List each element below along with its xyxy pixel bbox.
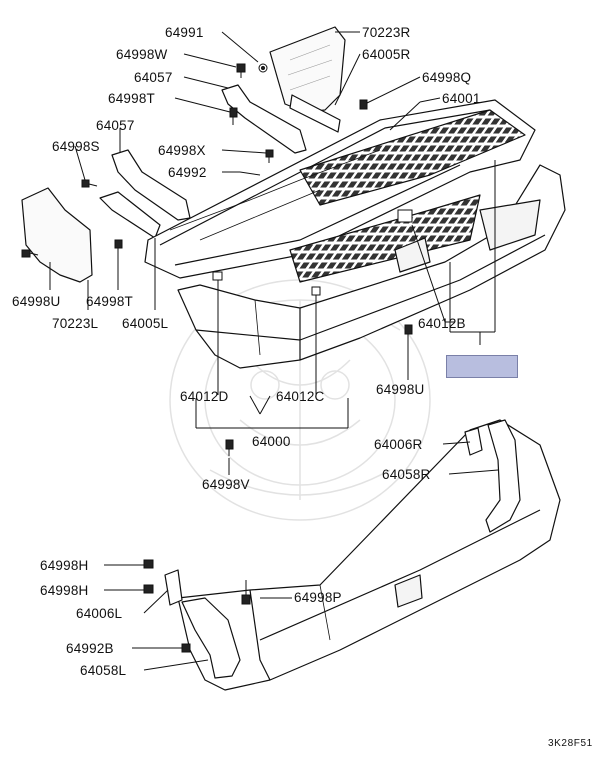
part-label-64001[interactable]: 64001 <box>442 91 481 106</box>
leader-lines <box>49 31 499 671</box>
step-grid-upper <box>299 109 526 206</box>
rear-bumper-upper <box>177 164 566 369</box>
part-label-64006l[interactable]: 64006L <box>76 606 123 621</box>
part-label-64998q[interactable]: 64998Q <box>422 70 472 85</box>
part-label-64000[interactable]: 64000 <box>252 434 291 449</box>
part-label-64998h-2[interactable]: 64998H <box>40 583 89 598</box>
mud-flap-left <box>21 187 93 283</box>
part-label-64998v[interactable]: 64998V <box>202 477 250 492</box>
rear-bumper-lower <box>177 419 561 691</box>
bracket-64058l <box>181 597 241 679</box>
part-label-64992b[interactable]: 64992B <box>66 641 114 656</box>
part-label-64998u-left[interactable]: 64998U <box>12 294 61 309</box>
part-label-64058r[interactable]: 64058R <box>382 467 431 482</box>
bracket-64006r <box>464 427 483 456</box>
part-label-64057-mid[interactable]: 64057 <box>96 118 135 133</box>
part-label-70223r[interactable]: 70223R <box>362 25 411 40</box>
part-label-64998t-top[interactable]: 64998T <box>108 91 155 106</box>
part-label-64998s[interactable]: 64998S <box>52 139 100 154</box>
highlight-box <box>446 355 518 378</box>
part-label-64998u-right[interactable]: 64998U <box>376 382 425 397</box>
part-label-64991[interactable]: 64991 <box>165 25 204 40</box>
part-label-64998h-1[interactable]: 64998H <box>40 558 89 573</box>
part-label-64005l[interactable]: 64005L <box>122 316 169 331</box>
part-label-64998p[interactable]: 64998P <box>294 590 342 605</box>
bracket-64058r <box>485 419 521 533</box>
part-label-64005r[interactable]: 64005R <box>362 47 411 62</box>
part-label-64992[interactable]: 64992 <box>168 165 207 180</box>
bracket-64005l <box>99 191 161 239</box>
part-label-64998x[interactable]: 64998X <box>158 143 206 158</box>
part-label-64012c[interactable]: 64012C <box>276 389 325 404</box>
part-label-64012d[interactable]: 64012D <box>180 389 229 404</box>
diagram-reference-code: 3K28F51 <box>548 738 593 749</box>
part-label-64998w[interactable]: 64998W <box>116 47 168 62</box>
part-label-70223l[interactable]: 70223L <box>52 316 99 331</box>
bracket-64006l <box>164 569 183 606</box>
part-label-64012b[interactable]: 64012B <box>418 316 466 331</box>
part-label-64058l[interactable]: 64058L <box>80 663 127 678</box>
part-label-64057-top[interactable]: 64057 <box>134 70 173 85</box>
mud-flap-right <box>269 26 346 113</box>
bracket-64005r <box>289 94 341 133</box>
part-label-64006r[interactable]: 64006R <box>374 437 423 452</box>
part-label-64998t-bottom[interactable]: 64998T <box>86 294 133 309</box>
